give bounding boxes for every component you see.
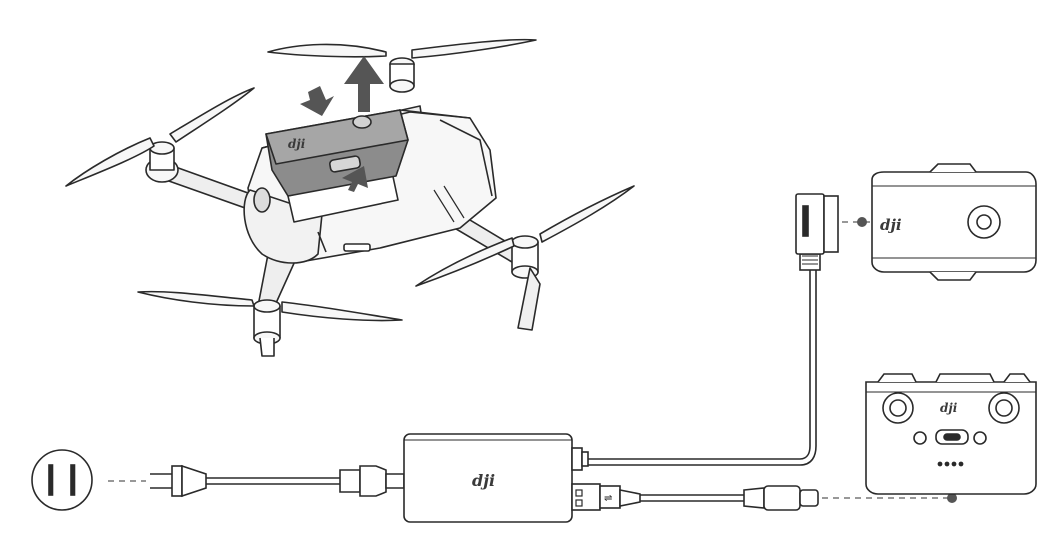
down-arrow-icon: [300, 86, 334, 116]
up-arrow-icon: [344, 56, 384, 112]
svg-text:dji: dji: [880, 216, 902, 234]
usb-plug-icon: ⇌: [599, 485, 641, 509]
usb-c-plug-icon: [743, 485, 819, 511]
power-outlet-icon: [31, 449, 93, 511]
up-arrow-icon: [342, 166, 368, 192]
battery-port-connector-icon: [795, 193, 839, 271]
battery-icon: dji: [265, 109, 409, 197]
svg-text:⇌: ⇌: [604, 493, 612, 504]
remote-controller-icon: dji: [865, 373, 1037, 495]
svg-text:dji: dji: [472, 471, 495, 490]
charger-icon: dji: [403, 433, 601, 523]
battery-icon: dji: [871, 163, 1037, 281]
ac-plug-icon: [150, 464, 405, 498]
svg-text:dji: dji: [288, 137, 306, 151]
svg-text:dji: dji: [940, 401, 958, 415]
drone-illustration: [65, 38, 635, 357]
